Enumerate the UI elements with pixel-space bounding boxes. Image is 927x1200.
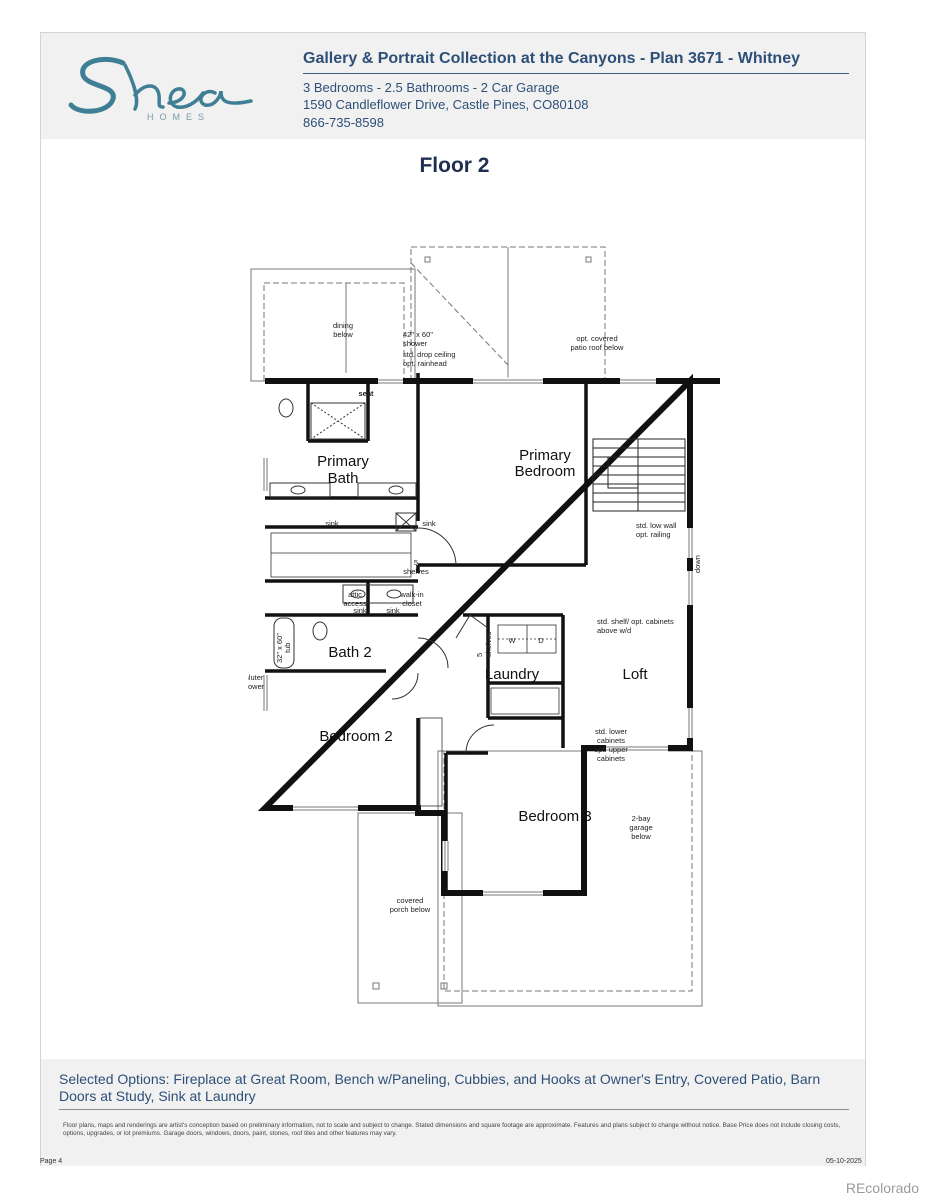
dryer-label: D — [538, 636, 544, 645]
recolorado-watermark: REcolorado — [845, 1180, 919, 1196]
floor-plan-sheet: HOMES Gallery & Portrait Collection at t… — [40, 32, 866, 1166]
window-glass — [263, 379, 693, 896]
note-shelf-cabinets-l2: above w/d — [597, 626, 631, 635]
disclaimer: Floor plans, maps and renderings are art… — [63, 1122, 841, 1137]
note-drop-ceiling-l1: std. drop ceiling — [403, 350, 456, 359]
note-closet-shelves-l2: shelves — [403, 567, 429, 576]
note-porch-below-l1: covered — [397, 896, 424, 905]
footer-divider — [59, 1109, 849, 1110]
shea-homes-logo: HOMES — [68, 57, 253, 122]
note-tub-l2: tub — [283, 643, 292, 653]
room-primary-bath-l1: Primary — [317, 453, 369, 470]
room-primary-bedroom-l1: Primary — [519, 447, 571, 464]
fixtures — [269, 398, 417, 669]
note-attic-access-l2: access — [343, 599, 367, 608]
plan-phone: 866-735-8598 — [303, 115, 384, 130]
note-sink-left: sink — [325, 519, 339, 528]
note-walkin-closet-l1: walk-in — [399, 590, 423, 599]
note-porch-below-l2: porch below — [390, 905, 431, 914]
note-laundry-shelves-l1: 5 — [475, 653, 484, 657]
note-lower-cabinets-l1: std. lower — [595, 727, 628, 736]
note-dining-below-l2: below — [333, 330, 353, 339]
note-laundry-shelves-l2: shelves — [484, 631, 493, 657]
note-lower-cabinets-l3: opt. upper — [594, 745, 628, 754]
logo-subtext: HOMES — [147, 112, 210, 122]
selected-options: Selected Options: Fireplace at Great Roo… — [59, 1071, 821, 1104]
plan-specs: 3 Bedrooms - 2.5 Bathrooms - 2 Car Garag… — [303, 80, 560, 95]
closet-shelving — [270, 532, 560, 807]
note-shower-l1: 42" x 60" — [403, 330, 433, 339]
note-lower-cabinets-l2: cabinets — [597, 736, 625, 745]
note-sink-right: sink — [422, 519, 436, 528]
plan-title: Gallery & Portrait Collection at the Can… — [303, 50, 800, 67]
window-gaps — [261, 377, 694, 897]
room-loft: Loft — [622, 666, 648, 683]
room-bath-2: Bath 2 — [328, 644, 371, 661]
header-band: HOMES Gallery & Portrait Collection at t… — [41, 33, 865, 139]
room-primary-bath-l2: Bath — [328, 470, 359, 487]
document-date: 05-10-2025 — [826, 1158, 862, 1165]
header-divider — [303, 73, 849, 74]
note-shower-l2: shower — [403, 339, 428, 348]
floor-plan-drawing: Primary Bath Primary Bedroom Bath 2 Laun… — [248, 246, 720, 1007]
note-low-wall-l2: opt. railing — [636, 530, 671, 539]
note-shelf-cabinets-l1: std. shelf/ opt. cabinets — [597, 617, 674, 626]
page-number: Page 4 — [40, 1158, 63, 1165]
note-closet-shelves-l1: 5 — [414, 558, 418, 567]
door-swings — [391, 527, 495, 754]
note-patio-roof-l1: opt. covered — [576, 334, 617, 343]
note-low-wall-l1: std. low wall — [636, 521, 677, 530]
note-schluter-l2: kerdi shower — [248, 682, 265, 691]
note-bath2-sink-right: sink — [386, 606, 400, 615]
note-garage-below-l2: garage — [629, 823, 652, 832]
room-primary-bedroom-l2: Bedroom — [515, 463, 576, 480]
note-schluter-l1: opt. schluter — [248, 673, 264, 682]
note-walkin-closet-l2: closet — [402, 599, 423, 608]
note-tub-l1: 32" x 60" — [275, 633, 284, 663]
room-bedroom-2: Bedroom 2 — [319, 728, 392, 745]
floor-title: Floor 2 — [419, 154, 490, 177]
footer-band: Selected Options: Fireplace at Great Roo… — [41, 1059, 865, 1166]
note-attic-access-l1: attic — [348, 590, 362, 599]
staircase — [592, 438, 686, 512]
note-patio-roof-l2: patio roof below — [571, 343, 625, 352]
plan-address: 1590 Candleflower Drive, Castle Pines, C… — [303, 97, 589, 112]
note-dining-below-l1: dining — [333, 321, 353, 330]
note-garage-below-l1: 2-bay — [632, 814, 651, 823]
note-garage-below-l3: below — [631, 832, 651, 841]
room-laundry: Laundry — [485, 666, 540, 683]
note-bath2-sink-left: sink — [353, 606, 367, 615]
room-bedroom-3: Bedroom 3 — [518, 808, 591, 825]
washer-label: W — [508, 636, 516, 645]
note-lower-cabinets-l4: cabinets — [597, 754, 625, 763]
note-drop-ceiling-l2: opt. rainhead — [403, 359, 447, 368]
note-stairs-down: down — [693, 555, 702, 573]
note-seat: seat — [358, 389, 374, 398]
